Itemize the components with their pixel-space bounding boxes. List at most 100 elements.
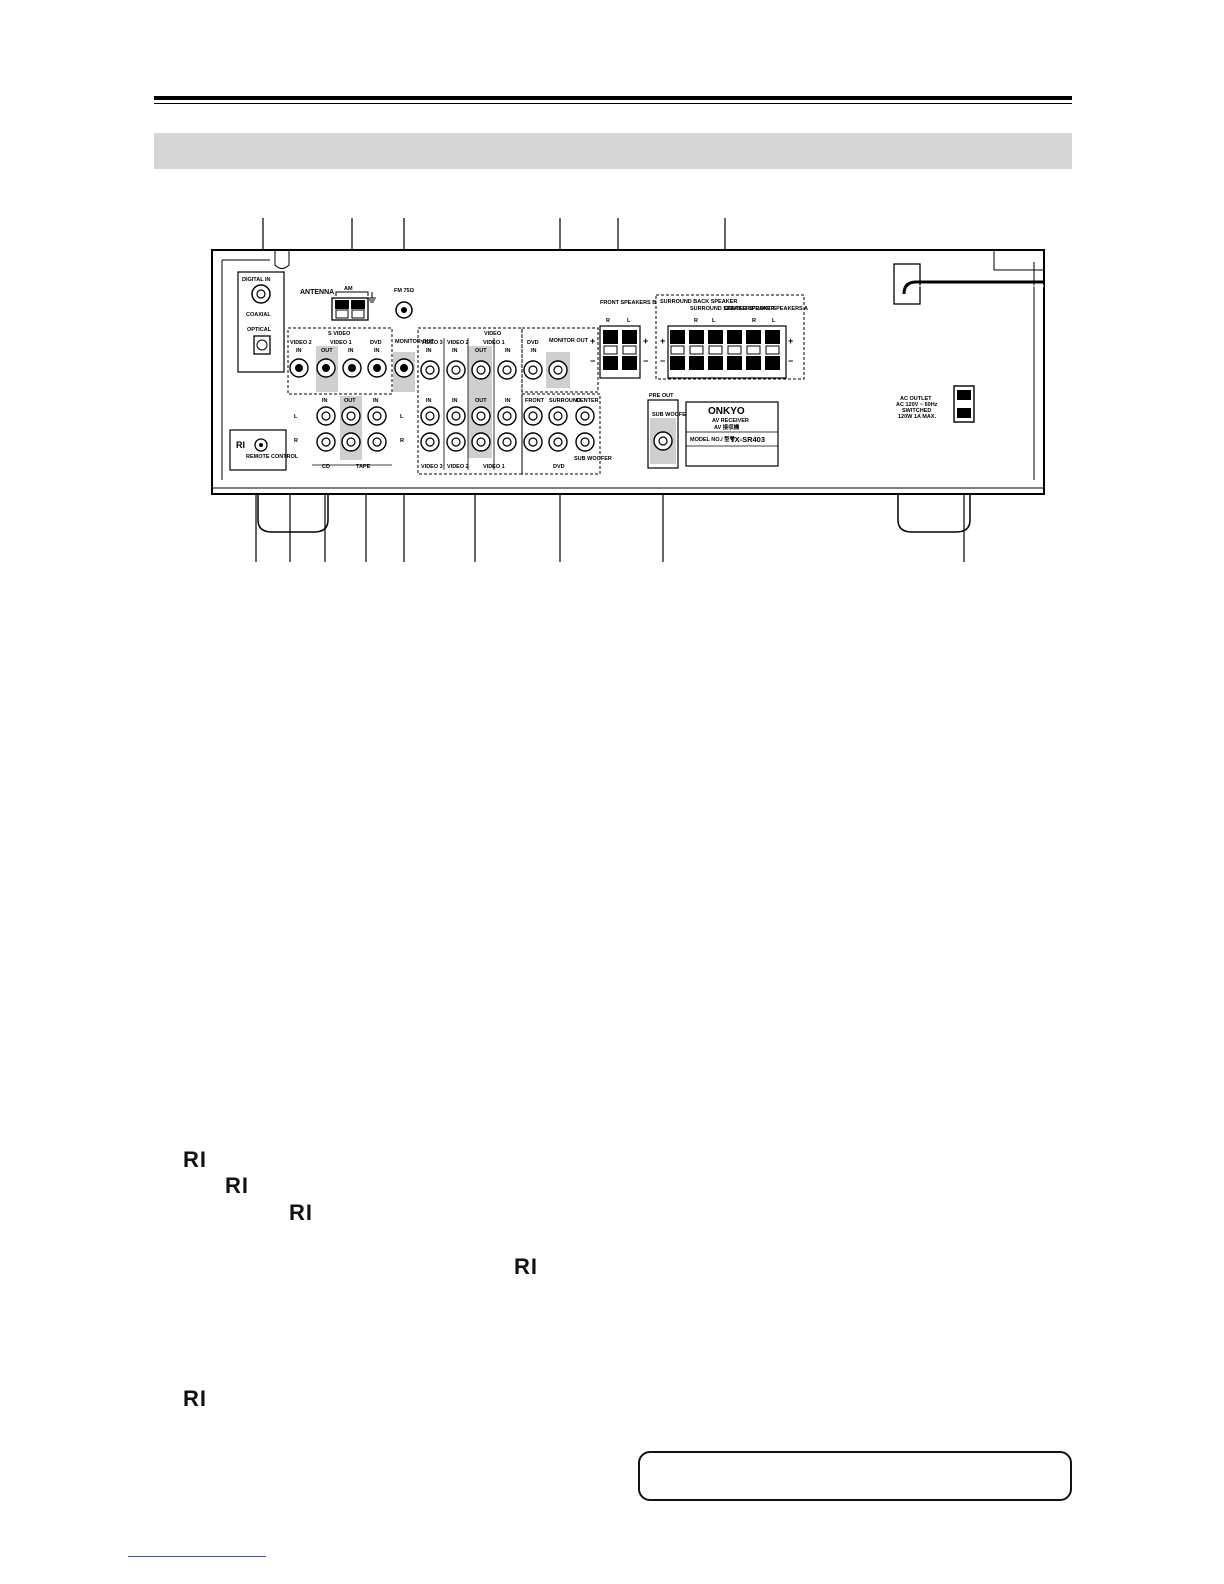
svg-text:IN: IN (531, 348, 537, 354)
svg-text:−: − (660, 356, 665, 366)
svg-text:L: L (400, 414, 404, 420)
svg-text:IN: IN (373, 398, 379, 404)
ri-mark: RI (514, 1254, 538, 1279)
remote-control-block (229, 429, 287, 471)
svg-text:+: + (590, 336, 595, 346)
section-heading-bar (154, 133, 1072, 169)
svg-text:OUT: OUT (344, 398, 356, 404)
svg-text:VIDEO 3: VIDEO 3 (421, 464, 443, 470)
svg-text:SUB WOOFER: SUB WOOFER (652, 412, 690, 418)
audio-jacks (420, 406, 517, 452)
svg-text:VIDEO: VIDEO (484, 331, 502, 337)
svg-text:OUT: OUT (475, 348, 487, 354)
svg-text:SURROUND: SURROUND (549, 398, 581, 404)
dvd-multichannel-jacks (523, 406, 595, 452)
svg-text:FRONT SPEAKERS A: FRONT SPEAKERS A (752, 306, 808, 312)
front-speakers-b-terminals (599, 325, 641, 379)
svg-text:AC 120V ~ 60Hz: AC 120V ~ 60Hz (896, 402, 938, 408)
svg-text:R: R (694, 318, 698, 324)
svg-text:VIDEO 2: VIDEO 2 (447, 340, 469, 346)
am-label: AM (344, 286, 353, 292)
fm-label: FM 75Ω (394, 288, 415, 294)
rear-panel-diagram: DIGITAL IN COAXIAL OPTICAL ANTENNA AM FM… (211, 218, 1045, 562)
svg-text:L: L (772, 318, 776, 324)
model-number: TX-SR403 (730, 435, 765, 444)
subwoofer-pre-out-jack (653, 431, 673, 451)
power-cord-bracket (893, 263, 921, 305)
svg-text:SURROUND SPEAKERS: SURROUND SPEAKERS (690, 306, 754, 312)
optical-label: OPTICAL (247, 327, 272, 333)
digital-in-block (237, 271, 285, 373)
svg-text:DVD: DVD (553, 464, 565, 470)
svg-text:VIDEO 1: VIDEO 1 (483, 464, 505, 470)
svg-text:L: L (712, 318, 716, 324)
svg-text:FRONT: FRONT (525, 398, 545, 404)
svg-text:+: + (788, 336, 793, 346)
coaxial-jack (251, 284, 271, 304)
s-video-group (287, 327, 393, 395)
svg-text:L: L (294, 414, 298, 420)
svg-text:MODEL NO./ 型号: MODEL NO./ 型号 (690, 435, 736, 443)
brand-name: ONKYO (708, 406, 745, 417)
svg-text:L: L (627, 318, 631, 324)
cd-tape-jacks (316, 406, 387, 452)
speaker-a-terminals (667, 325, 787, 379)
left-foot (257, 494, 329, 533)
svg-text:VIDEO 2: VIDEO 2 (447, 464, 469, 470)
svg-text:SUB WOOFER: SUB WOOFER (574, 456, 612, 462)
svg-text:R: R (294, 438, 298, 444)
svg-text:−: − (788, 356, 793, 366)
svg-text:IN: IN (426, 348, 432, 354)
svg-text:VIDEO 1: VIDEO 1 (330, 340, 352, 346)
footer-link-underline (128, 1556, 266, 1557)
svg-text:IN: IN (322, 398, 328, 404)
svg-text:MONITOR OUT: MONITOR OUT (549, 338, 589, 344)
svg-text:DVD: DVD (370, 340, 382, 346)
video-jacks-top (420, 360, 568, 380)
svg-text:SWITCHED: SWITCHED (902, 408, 931, 414)
svg-text:IN: IN (296, 348, 302, 354)
svg-text:−: − (643, 356, 648, 366)
svg-text:OUT: OUT (321, 348, 333, 354)
svg-text:TAPE: TAPE (356, 464, 371, 470)
svg-text:IN: IN (426, 398, 432, 404)
pre-out-block (647, 399, 679, 469)
svg-text:OUT: OUT (475, 398, 487, 404)
svg-text:AV 接収機: AV 接収機 (714, 423, 740, 431)
svg-text:IN: IN (452, 398, 458, 404)
ri-panel-mark: RI (236, 440, 245, 450)
svg-text:CD: CD (322, 464, 330, 470)
svg-text:AC OUTLET: AC OUTLET (900, 396, 932, 402)
svg-text:+: + (643, 336, 648, 346)
ri-mark: RI (225, 1173, 249, 1198)
s-video-label: S VIDEO (328, 331, 351, 337)
digital-in-label: DIGITAL IN (242, 277, 271, 283)
svg-text:VIDEO 2: VIDEO 2 (290, 340, 312, 346)
header-rule-thin (154, 103, 1072, 104)
optical-jack (253, 335, 271, 355)
video-group (417, 327, 523, 475)
header-rule-thick (154, 96, 1072, 100)
svg-text:IN: IN (374, 348, 380, 354)
model-label-plate (685, 401, 779, 467)
speaker-terminals-group (655, 294, 805, 380)
footer-note-box (638, 1451, 1072, 1501)
svg-text:−: − (590, 356, 595, 366)
dvd-multichannel-group (521, 393, 601, 475)
coaxial-label: COAXIAL (246, 312, 271, 318)
ri-mark: RI (183, 1147, 207, 1172)
svg-text:IN: IN (505, 398, 511, 404)
svg-text:R: R (752, 318, 756, 324)
right-foot (897, 494, 971, 533)
svg-text:MONITOR OUT: MONITOR OUT (395, 339, 435, 345)
svg-text:DVD: DVD (527, 340, 539, 346)
dvd-video-group (521, 327, 599, 393)
svg-text:CENTER: CENTER (576, 398, 599, 404)
svg-text:PRE OUT: PRE OUT (649, 393, 674, 399)
antenna-label: ANTENNA (300, 289, 334, 296)
svg-text:VIDEO 3: VIDEO 3 (421, 340, 443, 346)
svg-text:R: R (606, 318, 610, 324)
svg-text:FRONT SPEAKERS B: FRONT SPEAKERS B (600, 300, 656, 306)
ri-mark: RI (289, 1200, 313, 1225)
svg-text:+: + (660, 336, 665, 346)
